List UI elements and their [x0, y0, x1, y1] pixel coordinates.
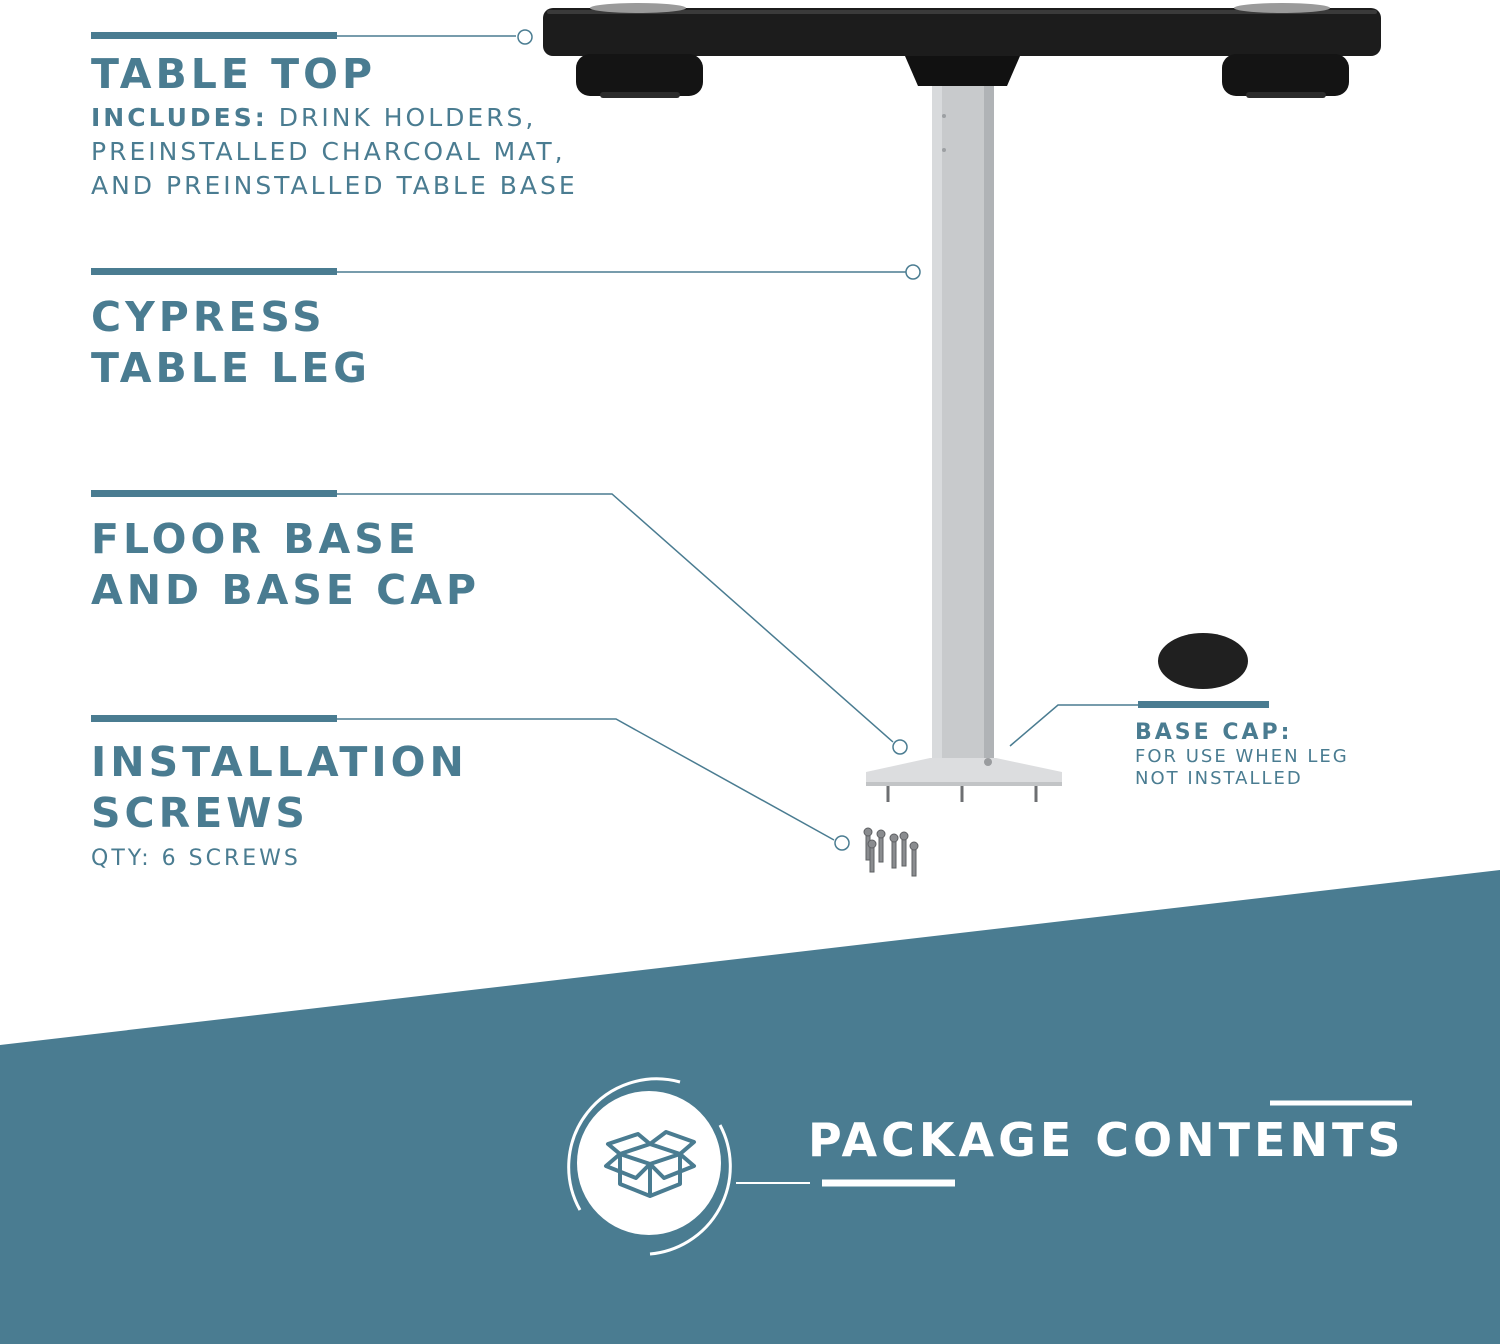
screws-image	[863, 827, 919, 877]
screws-title-line-2: SCREWS	[91, 788, 309, 837]
table-top-item-charcoal-mat: PREINSTALLED CHARCOAL MAT,	[91, 137, 566, 166]
table-top-item-table-base: AND PREINSTALLED TABLE BASE	[91, 171, 578, 200]
screws-title-line-1: INSTALLATION	[91, 738, 468, 786]
screws-title: INSTALLATION SCREWS	[91, 737, 468, 839]
base-cap-accent-bar	[1138, 701, 1269, 708]
floor-base-image	[866, 758, 1062, 802]
floor-base-title-line-2: AND BASE CAP	[91, 565, 481, 614]
table-top-description: INCLUDES: DRINK HOLDERS, PREINSTALLED CH…	[91, 101, 578, 203]
table-top-item-drink-holders: DRINK HOLDERS,	[278, 103, 537, 132]
includes-label: INCLUDES:	[91, 103, 268, 132]
floor-base-accent-bar	[91, 490, 337, 497]
base-cap-title: BASE CAP:	[1135, 720, 1293, 745]
base-cap-image	[1158, 633, 1248, 689]
base-cap-note-line-1: FOR USE WHEN LEG	[1135, 746, 1349, 767]
table-top-image	[543, 3, 1381, 98]
package-contents-title: PACKAGE CONTENTS	[808, 1113, 1405, 1167]
floor-base-title: FLOOR BASE AND BASE CAP	[91, 514, 480, 616]
floor-base-title-line-1: FLOOR BASE	[91, 515, 420, 563]
table-top-accent-bar	[91, 32, 337, 39]
table-leg-title: CYPRESS TABLE LEG	[91, 292, 371, 394]
table-leg-title-line-1: CYPRESS	[91, 293, 326, 341]
table-leg-accent-bar	[91, 268, 337, 275]
screws-quantity: QTY: 6 SCREWS	[91, 846, 301, 871]
box-icon	[604, 1130, 696, 1198]
base-cap-note-line-2: NOT INSTALLED	[1135, 768, 1303, 789]
table-top-description-line-1: INCLUDES: DRINK HOLDERS,	[91, 101, 578, 135]
table-leg-title-line-2: TABLE LEG	[91, 343, 371, 392]
table-leg-image	[932, 86, 994, 760]
base-cap-note: BASE CAP: FOR USE WHEN LEG NOT INSTALLED	[1135, 720, 1349, 790]
callout-dots	[517, 29, 921, 851]
screws-accent-bar	[91, 715, 337, 722]
table-top-title: TABLE TOP	[91, 50, 377, 98]
